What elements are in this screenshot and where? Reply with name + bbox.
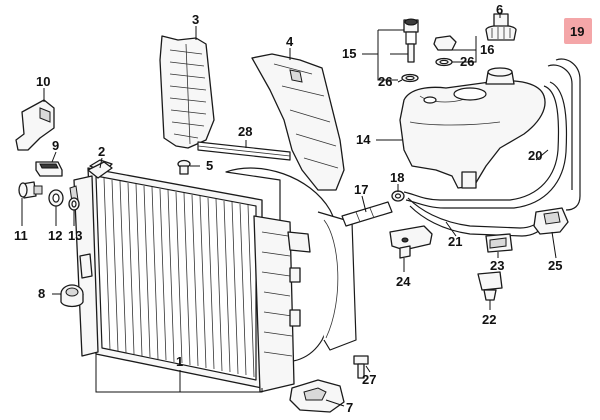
callout-20[interactable]: 20 bbox=[528, 148, 542, 163]
part-16-nut[interactable] bbox=[433, 35, 457, 51]
part-24-bracket[interactable] bbox=[389, 225, 433, 259]
part-8-rubber-mount[interactable] bbox=[60, 284, 84, 308]
callout-19[interactable]: 19 bbox=[570, 24, 584, 39]
part-9-clip[interactable] bbox=[35, 161, 63, 177]
part-15-level-sensor[interactable] bbox=[403, 18, 419, 63]
callout-4[interactable]: 4 bbox=[286, 34, 294, 49]
part-14-expansion-tank[interactable] bbox=[399, 67, 546, 189]
callout-10[interactable]: 10 bbox=[36, 74, 50, 89]
part-19-hose[interactable] bbox=[547, 58, 581, 211]
callout-23[interactable]: 23 bbox=[490, 258, 504, 273]
part-18-clamp[interactable] bbox=[391, 190, 405, 202]
part-26-oring-right[interactable] bbox=[435, 57, 453, 67]
callout-11[interactable]: 11 bbox=[14, 228, 28, 243]
callout-26a[interactable]: 26 bbox=[378, 74, 392, 89]
callout-19-highlight bbox=[564, 18, 592, 44]
part-26-oring-left[interactable] bbox=[401, 73, 419, 83]
part-1-radiator[interactable] bbox=[69, 159, 311, 393]
part-10-bracket[interactable] bbox=[15, 99, 55, 151]
callout-14[interactable]: 14 bbox=[356, 132, 371, 147]
part-2-mount[interactable] bbox=[87, 161, 113, 179]
callout-18[interactable]: 18 bbox=[390, 170, 404, 185]
callout-17[interactable]: 17 bbox=[354, 182, 368, 197]
part-7-lower-mount[interactable] bbox=[289, 379, 345, 413]
radiator-fins bbox=[103, 177, 255, 378]
part-27-bolt[interactable] bbox=[353, 355, 369, 379]
part-3-shroud-panel[interactable] bbox=[159, 35, 215, 149]
callout-12[interactable]: 12 bbox=[48, 228, 62, 243]
part-17-hose[interactable] bbox=[341, 201, 393, 227]
callout-labels: 1 2 3 4 5 6 7 8 9 10 11 12 13 14 15 16 1… bbox=[14, 2, 584, 415]
part-11-sensor[interactable] bbox=[18, 181, 43, 199]
callout-3[interactable]: 3 bbox=[192, 12, 199, 27]
callout-28[interactable]: 28 bbox=[238, 124, 252, 139]
callout-27[interactable]: 27 bbox=[362, 372, 376, 387]
part-22-clip[interactable] bbox=[477, 271, 503, 301]
part-5-screw[interactable] bbox=[177, 159, 191, 175]
callout-26b[interactable]: 26 bbox=[460, 54, 474, 69]
callout-24[interactable]: 24 bbox=[396, 274, 411, 289]
callout-22[interactable]: 22 bbox=[482, 312, 496, 327]
part-4-shroud-curved[interactable] bbox=[251, 53, 345, 191]
leader-lines bbox=[21, 14, 557, 407]
callout-5[interactable]: 5 bbox=[206, 158, 213, 173]
part-6-cap[interactable] bbox=[485, 13, 517, 41]
part-25-clip[interactable] bbox=[533, 207, 569, 235]
callout-21[interactable]: 21 bbox=[448, 234, 462, 249]
part-13-seal[interactable] bbox=[68, 197, 80, 211]
callout-7[interactable]: 7 bbox=[346, 400, 353, 415]
callout-9[interactable]: 9 bbox=[52, 138, 59, 153]
callout-6[interactable]: 6 bbox=[496, 2, 503, 17]
part-20-hose[interactable] bbox=[403, 81, 568, 209]
part-23-clip[interactable] bbox=[485, 233, 513, 253]
callout-8[interactable]: 8 bbox=[38, 286, 45, 301]
part-12-seal[interactable] bbox=[48, 189, 64, 207]
callout-2[interactable]: 2 bbox=[98, 144, 105, 159]
callout-16[interactable]: 16 bbox=[480, 42, 494, 57]
callout-13[interactable]: 13 bbox=[68, 228, 82, 243]
callout-25[interactable]: 25 bbox=[548, 258, 562, 273]
part-28-seal-strip[interactable] bbox=[197, 141, 291, 161]
callout-15[interactable]: 15 bbox=[342, 46, 356, 61]
callout-1[interactable]: 1 bbox=[176, 354, 183, 369]
